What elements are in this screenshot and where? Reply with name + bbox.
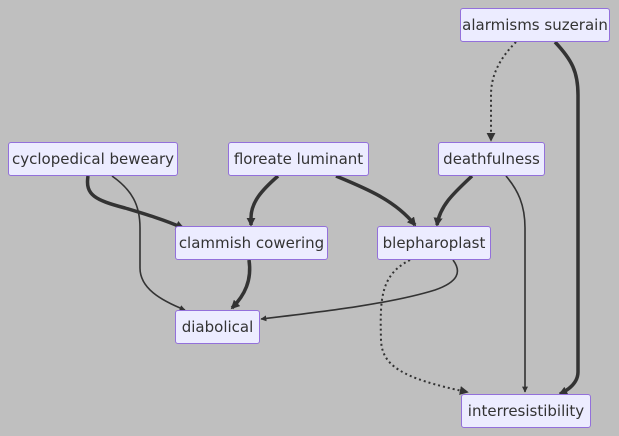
node-label: blepharoplast (382, 234, 486, 252)
edge-alarmisms-suzerain-to-interresistibility (553, 40, 580, 396)
node-label: interresistibility (467, 402, 585, 420)
node-label: deathfulness (443, 150, 540, 168)
node-label: clammish cowering (178, 234, 325, 252)
node-floreate-luminant[interactable]: floreate luminant (228, 142, 369, 176)
node-blepharoplast[interactable]: blepharoplast (377, 226, 491, 260)
edge-clammish-cowering-to-diabolical (230, 259, 252, 310)
edge-deathfulness-to-blepharoplast (433, 174, 474, 227)
node-label: alarmisms suzerain (462, 16, 608, 34)
edge-floreate-luminant-to-clammish-cowering (246, 174, 280, 227)
node-label: diabolical (181, 318, 254, 336)
node-diabolical[interactable]: diabolical (175, 310, 260, 344)
edge-alarmisms-suzerain-to-deathfulness (486, 41, 517, 142)
node-label: cyclopedical beweary (11, 150, 174, 168)
node-alarmisms-suzerain[interactable]: alarmisms suzerain (460, 8, 610, 42)
edge-blepharoplast-to-interresistibility (379, 259, 469, 395)
node-label: floreate luminant (233, 150, 364, 168)
node-cyclopedical-beweary[interactable]: cyclopedical beweary (8, 142, 178, 176)
edge-blepharoplast-to-diabolical (260, 259, 459, 322)
edge-floreate-luminant-to-blepharoplast (335, 174, 417, 227)
node-interresistibility[interactable]: interresistibility (461, 394, 591, 428)
edge-cyclopedical-beweary-to-clammish-cowering (85, 175, 185, 230)
edge-cyclopedical-beweary-to-diabolical (111, 175, 186, 311)
node-clammish-cowering[interactable]: clammish cowering (175, 226, 328, 260)
node-deathfulness[interactable]: deathfulness (438, 142, 545, 176)
edge-deathfulness-to-interresistibility (505, 175, 528, 393)
